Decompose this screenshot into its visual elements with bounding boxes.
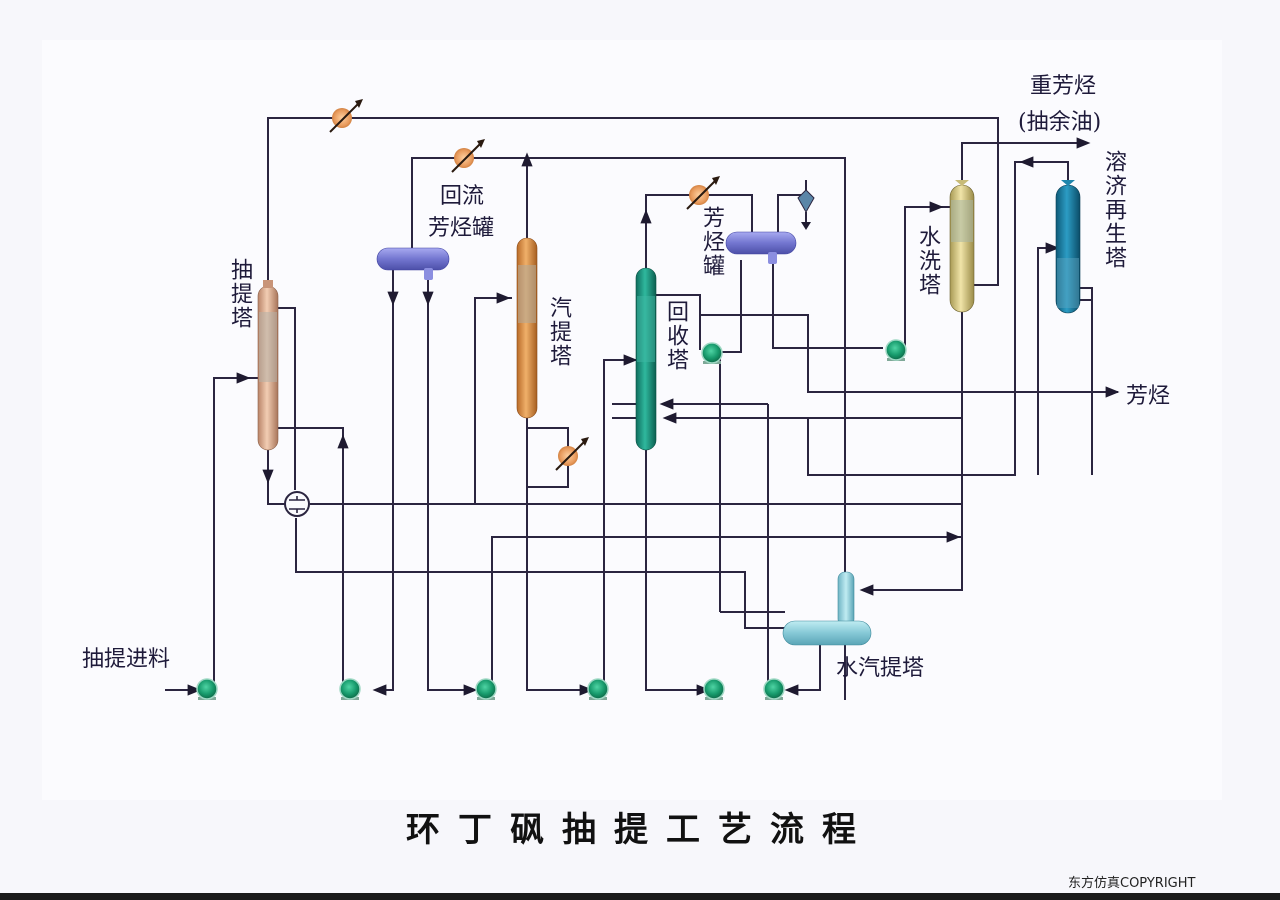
pipe-ext-upper-right — [278, 307, 296, 490]
extraction-tower[interactable] — [257, 280, 279, 451]
water-wash-tower[interactable] — [949, 180, 975, 313]
label-recovery-tower: 回收塔 — [663, 300, 688, 372]
pipe-aro-drum-out2 — [772, 260, 883, 349]
steam-stripper[interactable] — [782, 571, 872, 646]
pipe-network — [165, 117, 1120, 700]
pump-icon[interactable] — [475, 678, 497, 700]
reboiler-icon[interactable] — [555, 437, 589, 471]
pump-icon[interactable] — [196, 678, 218, 700]
label-extraction-feed: 抽提进料 — [82, 647, 171, 672]
pipe-regen-top — [807, 161, 1069, 476]
pipe-extraction-top — [267, 117, 999, 286]
pipe-vent — [777, 194, 806, 232]
pipe-reflux-out1 — [372, 270, 394, 696]
label-extraction-tower: 抽提塔 — [227, 258, 252, 330]
label-stripper: 汽提塔 — [546, 296, 571, 368]
pipe-rec-upper — [655, 294, 701, 350]
label-reflux-line2: 芳烃罐 — [428, 216, 495, 241]
bottom-border — [0, 893, 1280, 900]
pipe-exchanger-down — [295, 518, 785, 629]
pipe-aro-drum-out1 — [720, 260, 742, 353]
reflux-drum[interactable] — [376, 247, 450, 280]
recovery-tower[interactable] — [635, 267, 657, 451]
diagram-title: 环丁砜抽提工艺流程 — [406, 810, 874, 850]
pipe-ext-lower-right — [278, 427, 344, 690]
copyright-notice: 东方仿真COPYRIGHT — [1068, 876, 1196, 891]
cooler-icon-3[interactable] — [686, 176, 720, 210]
pump-icon[interactable] — [703, 678, 725, 700]
pump-icon[interactable] — [587, 678, 609, 700]
vent-valve-icon[interactable] — [797, 180, 815, 230]
label-raffinate: (抽余油) — [1018, 110, 1102, 135]
cooler-icon-2[interactable] — [451, 139, 485, 173]
label-aromatics-drum: 芳烃罐 — [699, 206, 724, 278]
label-reflux-line1: 回流 — [440, 184, 485, 209]
solvent-regeneration-tower[interactable] — [1055, 180, 1081, 314]
label-solvent-regen-tower: 溶济再生塔 — [1101, 150, 1126, 270]
pump-icon[interactable] — [885, 339, 907, 361]
pipe-return-line — [491, 536, 962, 690]
pipe-reflux-out2 — [427, 270, 478, 696]
label-heavy-aromatics: 重芳烃 — [1030, 74, 1097, 99]
label-water-wash-tower: 水洗塔 — [915, 225, 940, 297]
stripper-tower[interactable] — [516, 237, 538, 419]
label-aromatics-product: 芳烃 — [1126, 384, 1171, 409]
cooler-icon-1[interactable] — [329, 99, 363, 133]
aromatics-drum[interactable] — [725, 231, 797, 264]
label-steam-stripper: 水汽提塔 — [836, 656, 925, 681]
pipe-regen-out — [1080, 287, 1093, 475]
pump-icon[interactable] — [339, 678, 361, 700]
pipe-overhead-branch — [527, 157, 846, 700]
pump-icon[interactable] — [701, 342, 723, 364]
pump-icon[interactable] — [763, 678, 785, 700]
pumps — [196, 339, 907, 700]
background-panel — [42, 40, 1222, 800]
pipe-wash-bottom — [862, 312, 963, 591]
heat-exchanger-icon[interactable] — [284, 491, 310, 517]
